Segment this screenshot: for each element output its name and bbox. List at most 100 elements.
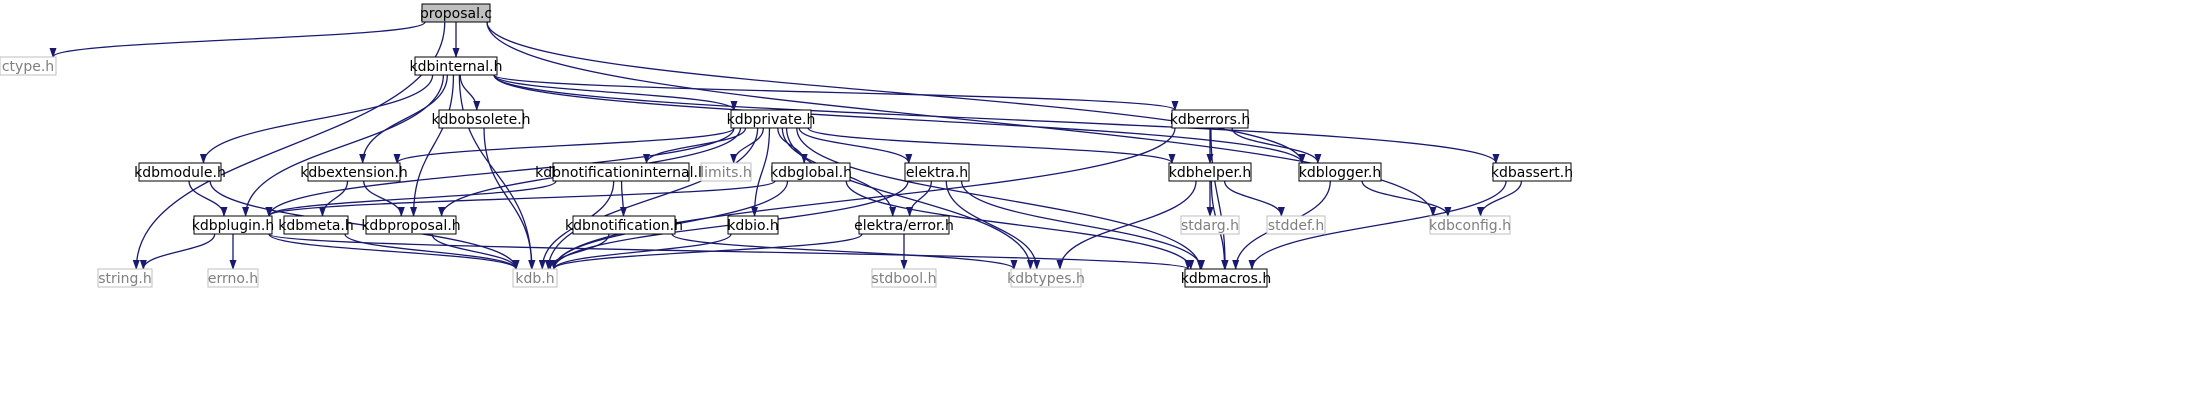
node-kdbmacros-h[interactable]: kdbmacros.h <box>1181 268 1271 288</box>
node-box <box>207 268 259 288</box>
node-box <box>700 162 752 182</box>
node-errno-h: errno.h <box>207 268 259 288</box>
node-box <box>1171 109 1249 129</box>
node-label: kdbconfig.h <box>1429 218 1511 234</box>
edge-kdbnotification_h-to-kdbtypes_h <box>671 233 1018 270</box>
node-box <box>771 162 851 182</box>
edge-kdbextension_h-to-kdbproposal_h <box>363 180 405 217</box>
node-kdberrors-h[interactable]: kdberrors.h <box>1170 109 1250 129</box>
node-elektra-h[interactable]: elektra.h <box>904 162 970 182</box>
node-box <box>1168 162 1252 182</box>
node-kdbhelper-h[interactable]: kdbhelper.h <box>1168 162 1252 182</box>
node-kdbmeta-h[interactable]: kdbmeta.h <box>278 215 354 235</box>
node-layer: proposal.c ctype.h kdbinternal.h string.h kd… <box>0 3 1573 288</box>
node-label: kdblogger.h <box>1299 165 1382 181</box>
node-kdbinternal-h[interactable]: kdbinternal.h <box>410 56 503 76</box>
node-box <box>1010 268 1082 288</box>
node-stdbool-h: stdbool.h <box>871 268 937 288</box>
node-kdbtypes-h: kdbtypes.h <box>1007 268 1085 288</box>
edge-kdblogger_h-to-kdbconfig_h <box>1361 180 1452 217</box>
edge-kdbplugin_h-to-kdb_h <box>268 233 520 270</box>
edge-kdbproposal_h-to-kdb_h <box>431 233 520 270</box>
node-label: stddef.h <box>1268 218 1324 234</box>
node-box <box>871 268 937 288</box>
node-label: kdbinternal.h <box>410 59 503 75</box>
edge-kdbprivate_h-to-kdbio_h <box>751 127 771 217</box>
edge-kdbprivate_h-to-kdbhelper_h <box>807 127 1176 164</box>
node-box <box>307 162 401 182</box>
edge-kdbinternal_h-to-kdbassert_h <box>493 74 1500 164</box>
node-kdbassert-h[interactable]: kdbassert.h <box>1491 162 1573 182</box>
node-label: kdberrors.h <box>1170 112 1250 128</box>
edge-elektra_h-to-kdbmacros_h <box>960 180 1205 270</box>
node-label: ctype.h <box>2 59 54 75</box>
edge-kdberrors_h-to-kdbmacros_h <box>1210 127 1229 270</box>
edge-kdbinternal_h-to-kdberrors_h <box>493 74 1179 111</box>
edge-kdbio_h-to-kdb_h <box>550 233 732 270</box>
node-box <box>97 268 153 288</box>
edge-elektra_h-to-elektra_error_h <box>906 180 933 217</box>
edge-kdbmodule_h-to-kdbplugin_h <box>188 180 228 217</box>
node-elektra-error-h[interactable]: elektra/error.h <box>854 215 954 235</box>
node-label: kdbnotificationinternal.h <box>535 165 707 181</box>
node-kdbobsolete-h[interactable]: kdbobsolete.h <box>431 109 531 129</box>
node-box <box>438 109 524 129</box>
node-box <box>193 215 273 235</box>
node-kdbio-h[interactable]: kdbio.h <box>727 215 779 235</box>
node-kdbglobal-h[interactable]: kdbglobal.h <box>770 162 852 182</box>
node-kdb-h: kdb.h <box>512 268 558 288</box>
node-kdblogger-h[interactable]: kdblogger.h <box>1298 162 1382 182</box>
edge-kdberrors_h-to-kdblogger_h <box>1231 127 1322 164</box>
edge-layer <box>49 21 1523 270</box>
node-stdarg-h: stdarg.h <box>1180 215 1240 235</box>
node-label: kdbmodule.h <box>134 165 226 181</box>
node-box <box>727 215 779 235</box>
node-kdbconfig-h: kdbconfig.h <box>1429 215 1511 235</box>
edge-kdbnotificationinternal_h-to-kdbplugin_h <box>265 180 557 217</box>
node-box <box>552 162 690 182</box>
node-kdbproposal-h[interactable]: kdbproposal.h <box>361 215 461 235</box>
edge-kdbinternal_h-to-kdbmodule_h <box>199 74 434 164</box>
node-label: stdarg.h <box>1181 218 1239 234</box>
edge-kdberrors_h-to-kdb_h <box>550 127 1176 270</box>
node-label: stdbool.h <box>872 271 937 287</box>
edge-kdbinternal_h-to-kdblogger_h <box>493 74 1306 164</box>
node-box <box>283 215 349 235</box>
edge-kdbglobal_h-to-kdbmacros_h <box>845 180 1195 270</box>
edge-kdbprivate_h-to-elektra_h <box>798 127 913 164</box>
edge-kdbprivate_h-to-kdbglobal_h <box>777 127 808 164</box>
node-kdbplugin-h[interactable]: kdbplugin.h <box>192 215 275 235</box>
node-string-h: string.h <box>97 268 153 288</box>
edge-kdbhelper_h-to-stddef_h <box>1223 180 1285 217</box>
node-kdbprivate-h[interactable]: kdbprivate.h <box>727 109 816 129</box>
node-kdbnotificationinternal-h[interactable]: kdbnotificationinternal.h <box>535 162 707 182</box>
edge-kdbplugin_h-to-string_h <box>139 233 216 270</box>
node-box <box>1492 162 1572 182</box>
node-box <box>512 268 558 288</box>
edge-proposal_c-to-ctype_h <box>49 21 426 58</box>
edge-kdbprivate_h-to-kdb_h <box>544 127 759 270</box>
edge-kdbinternal_h-to-kdbobsolete_h <box>459 74 481 111</box>
node-label: kdbmeta.h <box>278 218 354 234</box>
node-label: kdbproposal.h <box>361 218 460 234</box>
edge-kdbprivate_h-to-kdbplugin_h <box>265 127 735 217</box>
node-limits-h: limits.h <box>700 162 752 182</box>
edge-kdbextension_h-to-kdbmeta_h <box>318 180 349 217</box>
node-box <box>1180 215 1240 235</box>
edge-kdbassert_h-to-kdbconfig_h <box>1477 180 1523 217</box>
node-label: kdbprivate.h <box>727 112 816 128</box>
edge-kdbprivate_h-to-kdbtypes_h <box>785 127 1034 270</box>
node-kdbnotification-h[interactable]: kdbnotification.h <box>565 215 683 235</box>
node-label: kdbtypes.h <box>1007 271 1085 287</box>
edge-elektra_h-to-kdbtypes_h <box>945 180 1041 270</box>
node-label: kdbglobal.h <box>770 165 852 181</box>
node-box <box>1298 162 1382 182</box>
edge-kdbmodule_h-to-kdb_h <box>209 180 520 270</box>
node-kdbextension-h[interactable]: kdbextension.h <box>300 162 408 182</box>
node-box <box>572 215 676 235</box>
node-proposal-c[interactable]: proposal.c <box>420 3 492 23</box>
edge-kdbmeta_h-to-kdb_h <box>344 233 520 270</box>
node-stddef-h: stddef.h <box>1266 215 1326 235</box>
node-label: kdbio.h <box>727 218 778 234</box>
node-kdbmodule-h[interactable]: kdbmodule.h <box>134 162 226 182</box>
